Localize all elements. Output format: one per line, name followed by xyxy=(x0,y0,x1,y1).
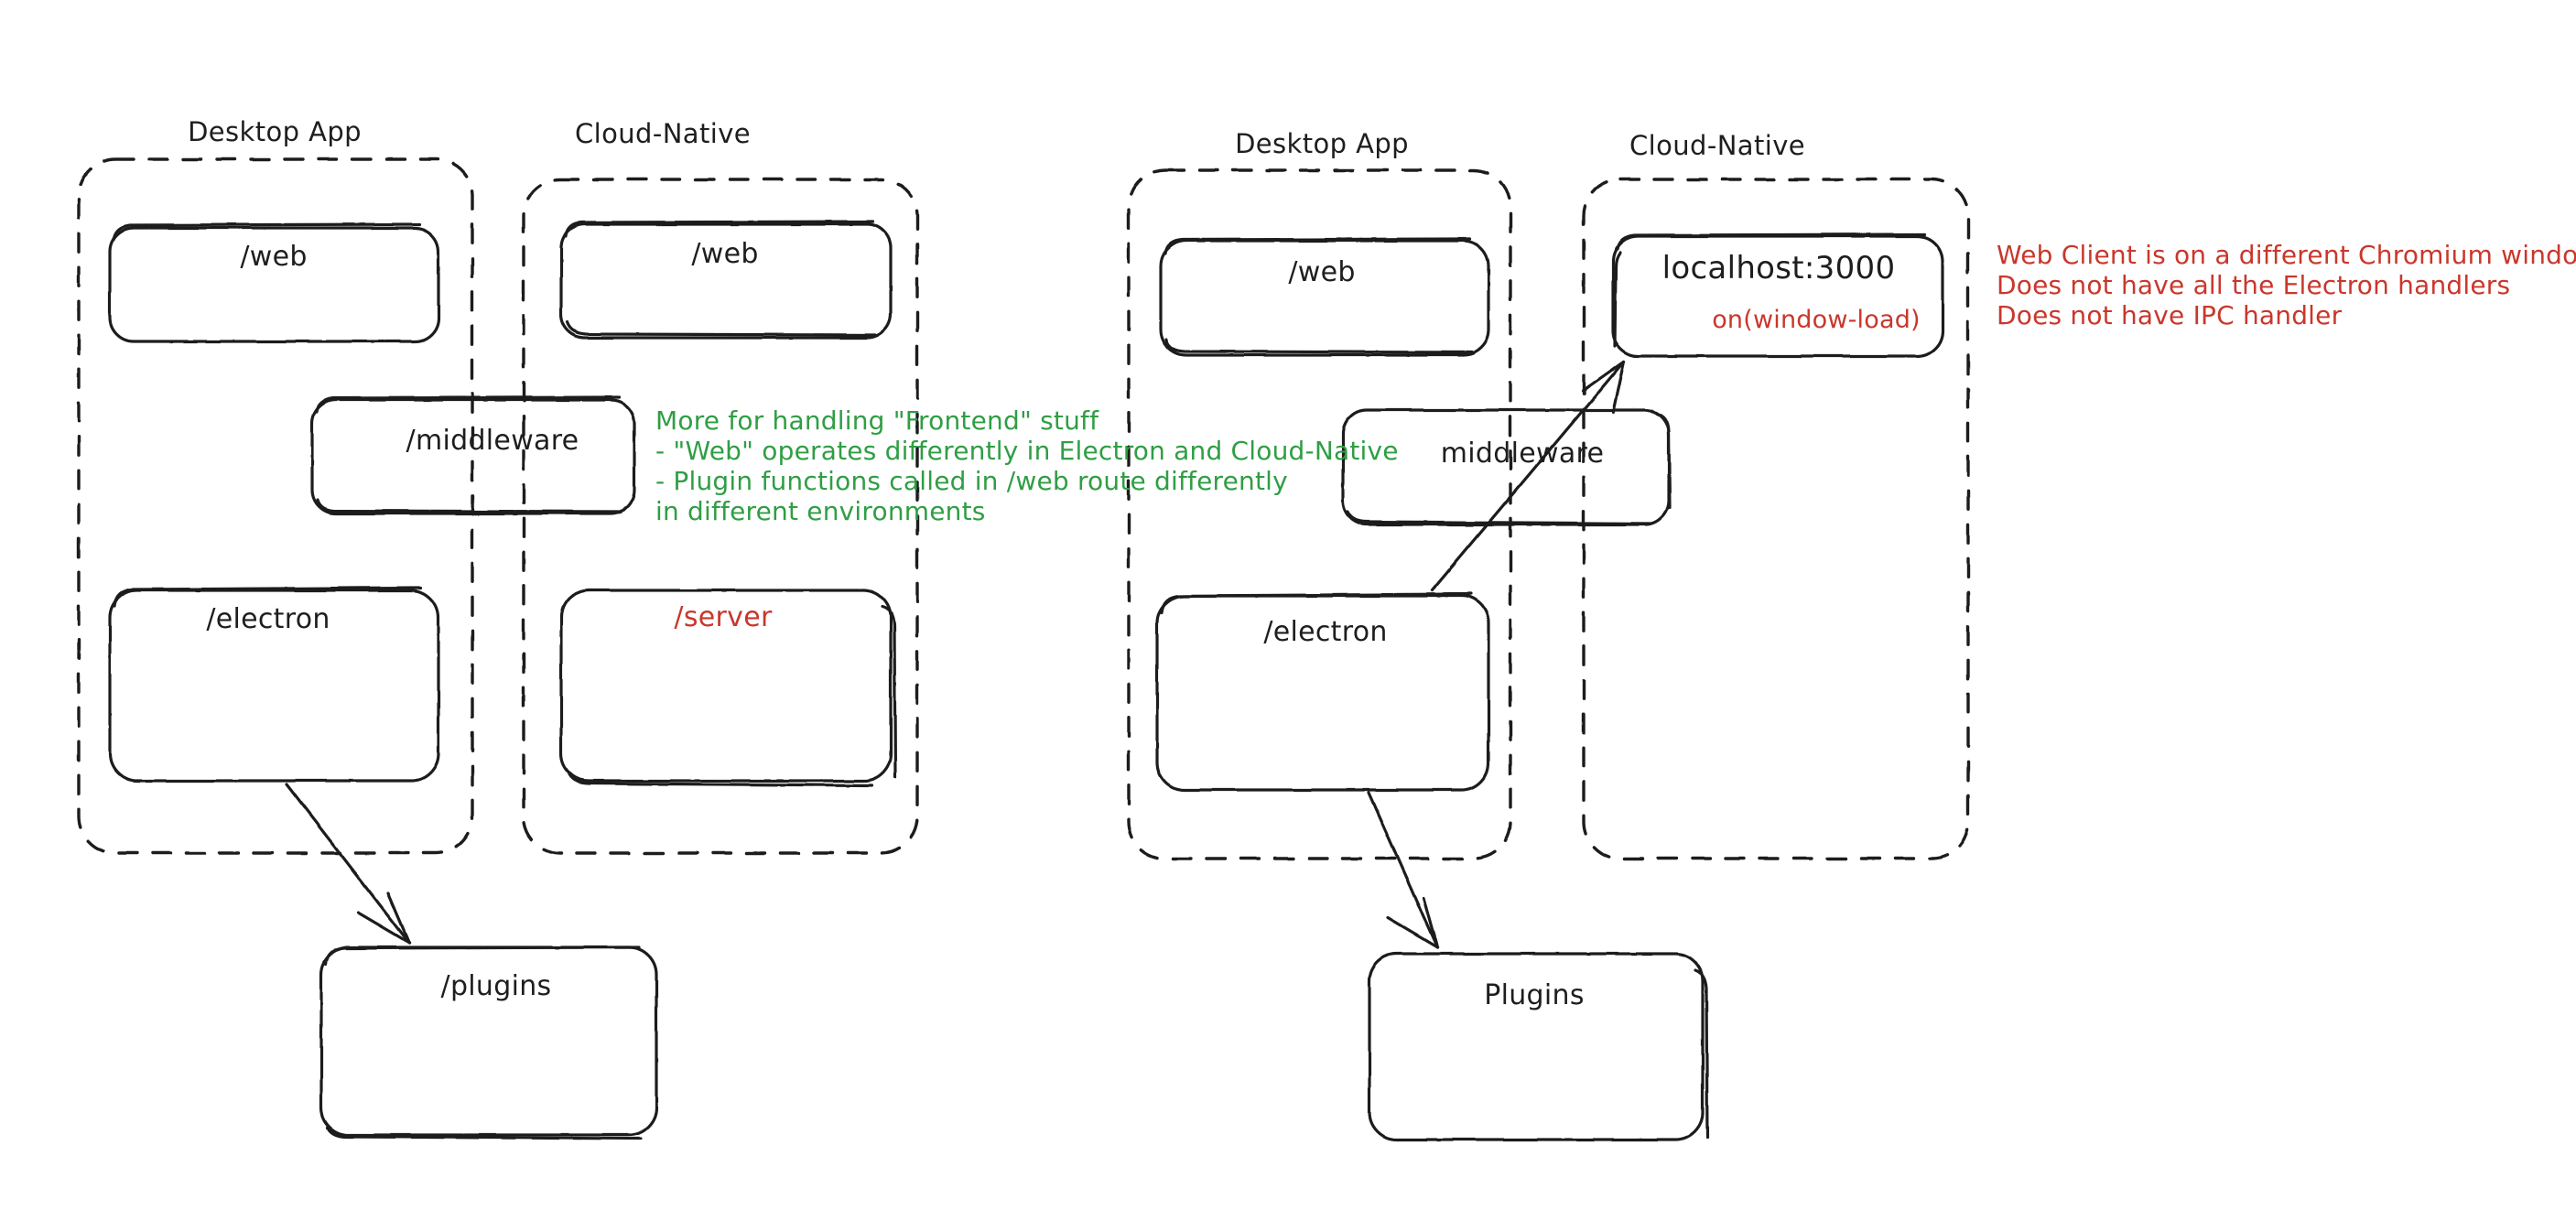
left-node-server xyxy=(559,589,897,787)
left-edge-electron-to-plugins xyxy=(285,783,411,945)
right-node-middleware xyxy=(1341,408,1672,526)
left-container-cloud-native xyxy=(522,178,919,855)
left-node-plugins xyxy=(319,946,658,1140)
left-container-title-desktop-app: Desktop App xyxy=(188,116,362,147)
right-edge-electron-to-plugins xyxy=(1367,791,1439,949)
left-container-desktop-app xyxy=(77,157,474,855)
left-node-middleware xyxy=(310,395,636,515)
right-node-desktop-web xyxy=(1159,237,1490,357)
left-node-label-cloud-web: /web xyxy=(691,238,759,270)
right-node-label-electron: /electron xyxy=(1263,616,1388,648)
right-node-localhost xyxy=(1611,232,1944,358)
right-edge-electron-to-localhost xyxy=(1430,360,1626,592)
right-node-label-desktop-web: /web xyxy=(1288,256,1356,288)
right-node-label-plugins: Plugins xyxy=(1484,979,1585,1011)
right-container-title-desktop-app: Desktop App xyxy=(1235,128,1409,159)
left-node-electron xyxy=(108,586,440,783)
right-container-desktop-app xyxy=(1127,168,1512,860)
left-node-label-server: /server xyxy=(674,601,773,633)
left-node-label-plugins: /plugins xyxy=(440,970,552,1002)
annotation-green-note: More for handling "Frontend" stuff - "We… xyxy=(655,405,1399,526)
right-node-label-localhost: localhost:3000 xyxy=(1661,250,1896,286)
right-node-label-middleware: middleware xyxy=(1440,438,1605,470)
annotation-red-note: Web Client is on a different Chromium wi… xyxy=(1997,240,2576,330)
left-node-desktop-web xyxy=(108,222,440,343)
left-container-title-cloud-native: Cloud-Native xyxy=(575,118,751,149)
right-node-sublabel-on-window-load: on(window-load) xyxy=(1712,306,1921,334)
left-node-label-electron: /electron xyxy=(206,603,330,635)
left-node-label-desktop-web: /web xyxy=(240,241,308,273)
right-node-electron xyxy=(1155,592,1490,792)
left-node-label-middleware: /middleware xyxy=(406,425,579,457)
right-node-plugins xyxy=(1368,952,1709,1141)
left-node-cloud-web xyxy=(559,220,893,340)
right-container-cloud-native xyxy=(1582,178,1970,860)
right-container-title-cloud-native: Cloud-Native xyxy=(1629,130,1805,161)
